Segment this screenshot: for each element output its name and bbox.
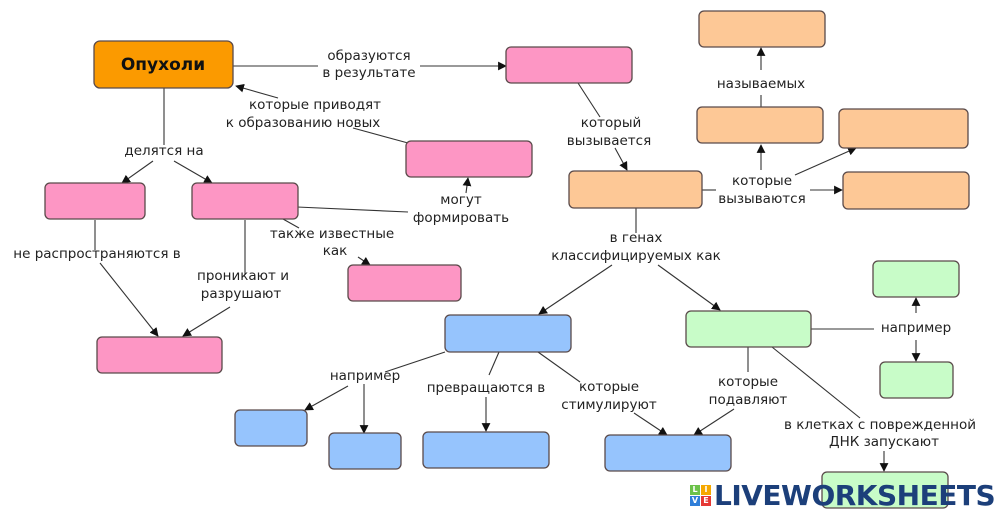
label-damaged-dna-2: ДНК запускают [829,434,939,450]
connector [173,160,213,184]
connector [296,206,409,213]
answer-box-suppressors[interactable] [685,310,812,348]
label-caused-by-2: вызывается [567,133,651,149]
connector [577,82,601,118]
connector [462,177,472,194]
logo-letter: E [701,495,711,506]
connector [304,385,349,411]
label-stimulate-2: стимулируют [561,397,657,413]
label-also-known-1: также известные [270,226,394,242]
connectors [94,47,921,472]
label-penetrate-1: проникают и [197,268,289,284]
connector [771,346,861,419]
answer-box-mutagens[interactable] [698,10,826,48]
logo-letter: I [701,484,711,495]
label-can-form-1: могут [440,192,482,208]
connector [657,264,721,311]
connector [121,160,154,184]
logo-letter: L [690,484,700,495]
label-lead-new-2: к образованию новых [226,115,381,131]
label-lead-new-1: которые приводят [249,97,381,113]
connector [282,218,300,229]
answer-box-example2[interactable] [328,432,402,470]
label-penetrate-2: разрушают [201,286,282,302]
boxes: Опухоли [44,10,970,509]
connector [633,412,668,436]
label-caused-1: которые [732,173,792,189]
answer-box-oncogenes[interactable] [422,431,550,469]
logo-grid-icon: L I V E [690,484,711,506]
connector [352,127,409,144]
label-in-genes-1: в генах [610,230,663,246]
answer-box-cancer[interactable] [347,264,462,302]
connector [614,147,628,171]
label-suppress-2: подавляют [709,392,788,408]
answer-box-malignant[interactable] [191,182,299,220]
label-damaged-dna-1: в клетках с поврежденной [784,417,976,433]
label-for-example-blue: например [330,368,400,384]
label-turn-into: превращаются в [427,380,546,396]
label-also-known-2: как [323,243,348,259]
label-for-example-green: например [881,320,951,336]
answer-box-carcinogens[interactable] [696,106,824,144]
answer-box-example1[interactable] [234,409,308,447]
connector [488,351,500,376]
label-caused-2: вызываются [718,191,805,207]
label-in-genes-2: классифицируемых как [551,248,721,264]
connector [537,351,581,383]
answer-box-example3[interactable] [872,260,960,298]
answer-box-proto-oncogenes[interactable] [444,314,572,353]
label-stimulate-1: которые [579,379,639,395]
label-can-form-2: формировать [413,210,509,226]
answer-box-agent2[interactable] [842,171,970,210]
main-concept-title: Опухоли [121,55,205,75]
label-form-result-2: в результате [322,65,415,81]
connector [357,256,371,266]
link-labels: образуются в результате которые приводят… [13,48,976,450]
label-suppress-1: которые [718,374,778,390]
answer-box-benign[interactable] [44,182,146,220]
answer-box-cause[interactable] [505,46,633,84]
connector [794,147,857,176]
label-form-result-1: образуются [327,48,410,64]
liveworksheets-logo: L I V E LIVEWORKSHEETS [690,478,996,512]
label-divided: делятся на [124,143,203,159]
main-concept-box [93,40,234,89]
answer-box-apoptosis[interactable] [821,471,949,509]
connector [538,264,613,315]
answer-box-cell-division[interactable] [604,434,732,472]
label-not-spread: не распространяются в [13,246,180,262]
logo-letter: V [690,495,700,506]
answer-box-example4[interactable] [879,361,954,399]
connector [182,306,231,337]
connector [235,83,279,99]
label-called: называемых [717,76,805,92]
answer-box-mutation[interactable] [568,170,703,209]
answer-box-tissues[interactable] [96,336,223,374]
label-caused-by-1: который [581,115,642,131]
answer-box-agent1[interactable] [838,108,969,149]
connector [693,408,735,436]
connector [99,262,159,337]
logo-text: LIVEWORKSHEETS [714,478,996,512]
answer-box-metastasis[interactable] [405,140,533,178]
connector [384,351,446,373]
